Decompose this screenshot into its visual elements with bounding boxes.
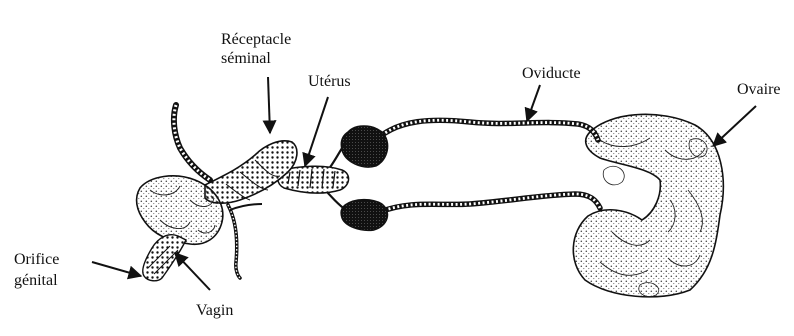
arrow-receptacle [268, 77, 270, 133]
label-ovaire: Ovaire [737, 80, 781, 99]
label-orifice-line1: Orifice [14, 250, 59, 269]
arrow-oviducte [527, 85, 540, 121]
label-vagin: Vagin [196, 301, 233, 320]
arrow-vagin [175, 253, 210, 290]
oviducts [322, 120, 600, 230]
arrow-ovaire [713, 106, 756, 146]
label-uterus: Utérus [308, 72, 351, 91]
label-oviducte: Oviducte [522, 64, 581, 83]
label-receptacle-line2: séminal [221, 49, 271, 68]
arrow-uterus [305, 97, 328, 166]
label-orifice-line2: génital [14, 271, 58, 290]
label-receptacle-line1: Réceptacle [221, 30, 291, 49]
vagina-glands [137, 176, 223, 281]
arrow-orifice [92, 262, 141, 276]
